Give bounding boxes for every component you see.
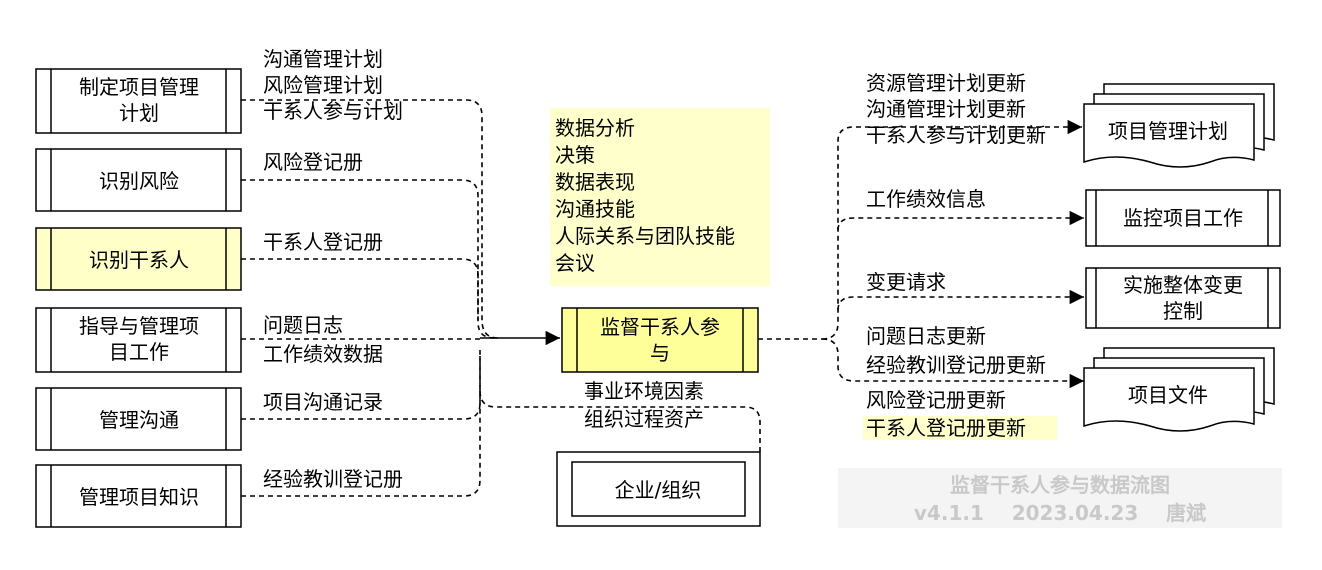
output-flow-label: 工作绩效信息: [866, 187, 986, 211]
output-target-label: 控制: [1163, 299, 1203, 323]
tool-item: 会议: [555, 251, 595, 275]
input-flow-label: 经验教训登记册: [263, 467, 403, 491]
output-connector: [821, 119, 1082, 340]
tool-item: 数据分析: [555, 116, 635, 140]
output-target-label: 项目文件: [1128, 383, 1208, 407]
input-connector: [241, 258, 495, 339]
tools-techniques-box: 数据分析 决策 数据表现 沟通技能 人际关系与团队技能 会议: [550, 108, 770, 286]
tool-item: 沟通技能: [555, 197, 635, 221]
input-process-label: 识别风险: [99, 169, 179, 193]
output-target-label: 监控项目工作: [1123, 206, 1243, 230]
enterprise-connector: [479, 390, 761, 452]
output-label-highlight: [863, 416, 1057, 440]
input-process-label: 识别干系人: [89, 248, 189, 272]
center-process-label: 监督干系人参: [600, 315, 720, 339]
input-process-label: 制定项目管理: [79, 75, 199, 99]
output-connector: [821, 338, 1084, 389]
enterprise-org-box[interactable]: 企业/组织: [556, 451, 761, 527]
input-flow-label: 干系人参与计划: [263, 99, 403, 123]
input-connector: [241, 356, 481, 497]
watermark-box: 监督干系人参与数据流图 v4.1.1 2023.04.23 唐斌: [838, 468, 1282, 528]
output-flow-label: 资源管理计划更新: [866, 71, 1026, 95]
input-flow-label: 风险登记册: [263, 150, 363, 174]
enterprise-input-label: 组织过程资产: [584, 407, 704, 431]
input-process-box-identify-stakeholders[interactable]: 识别干系人: [35, 227, 242, 291]
watermark-title: 监督干系人参与数据流图: [950, 473, 1170, 497]
enterprise-input-label: 事业环境因素: [584, 379, 704, 403]
output-target-label: 项目管理计划: [1108, 119, 1228, 143]
center-process-box-monitor-stakeholder-engagement[interactable]: 监督干系人参 与: [561, 307, 759, 373]
output-connector: [837, 289, 1084, 311]
tool-item: 人际关系与团队技能: [555, 224, 735, 248]
output-flow-label: 沟通管理计划更新: [866, 97, 1026, 121]
output-document-stack-project-documents[interactable]: 项目文件: [1083, 347, 1275, 432]
input-flow-label: 沟通管理计划: [263, 47, 383, 71]
input-connector: [241, 179, 479, 320]
input-process-box-identify-risks[interactable]: 识别风险: [35, 148, 242, 212]
input-flow-label: 工作绩效数据: [263, 342, 383, 366]
output-flow-label: 干系人参与计划更新: [866, 123, 1046, 147]
output-process-box-integrated-change-control[interactable]: 实施整体变更 控制: [1085, 267, 1281, 329]
input-process-label: 管理沟通: [99, 408, 179, 432]
output-flow-label: 问题日志更新: [866, 324, 986, 348]
input-flow-label: 风险管理计划: [263, 73, 383, 97]
input-flow-label: 干系人登记册: [263, 230, 383, 254]
output-connector: [837, 210, 1084, 231]
enterprise-org-label: 企业/组织: [615, 478, 702, 502]
input-process-box-direct-manage-work[interactable]: 指导与管理项 目工作: [35, 307, 242, 373]
output-target-label: 实施整体变更: [1123, 273, 1243, 297]
input-flow-label: 问题日志: [263, 313, 343, 337]
output-flow-label: 风险登记册更新: [866, 388, 1006, 412]
output-flow-label: 干系人登记册更新: [866, 416, 1026, 440]
output-flow-label: 经验教训登记册更新: [866, 353, 1046, 377]
watermark-version: v4.1.1 2023.04.23 唐斌: [914, 501, 1206, 525]
input-flow-label: 项目沟通记录: [263, 390, 383, 414]
input-connector: [241, 99, 499, 339]
input-process-box-manage-knowledge[interactable]: 管理项目知识: [35, 464, 242, 528]
tool-item: 数据表现: [555, 170, 635, 194]
output-process-box-monitor-control-work[interactable]: 监控项目工作: [1085, 189, 1281, 247]
input-connector: [241, 350, 481, 420]
tool-item: 决策: [555, 143, 595, 167]
center-process-label: 与: [650, 341, 670, 365]
input-process-label: 计划: [119, 101, 159, 125]
output-flow-label: 变更请求: [866, 270, 946, 294]
output-document-stack-pm-plan[interactable]: 项目管理计划: [1083, 83, 1275, 168]
input-process-label: 指导与管理项: [79, 314, 199, 338]
input-process-box-develop-pm-plan[interactable]: 制定项目管理 计划: [35, 68, 242, 134]
input-process-label: 管理项目知识: [79, 485, 199, 509]
input-process-box-manage-communications[interactable]: 管理沟通: [35, 387, 242, 451]
input-process-label: 目工作: [109, 340, 169, 364]
